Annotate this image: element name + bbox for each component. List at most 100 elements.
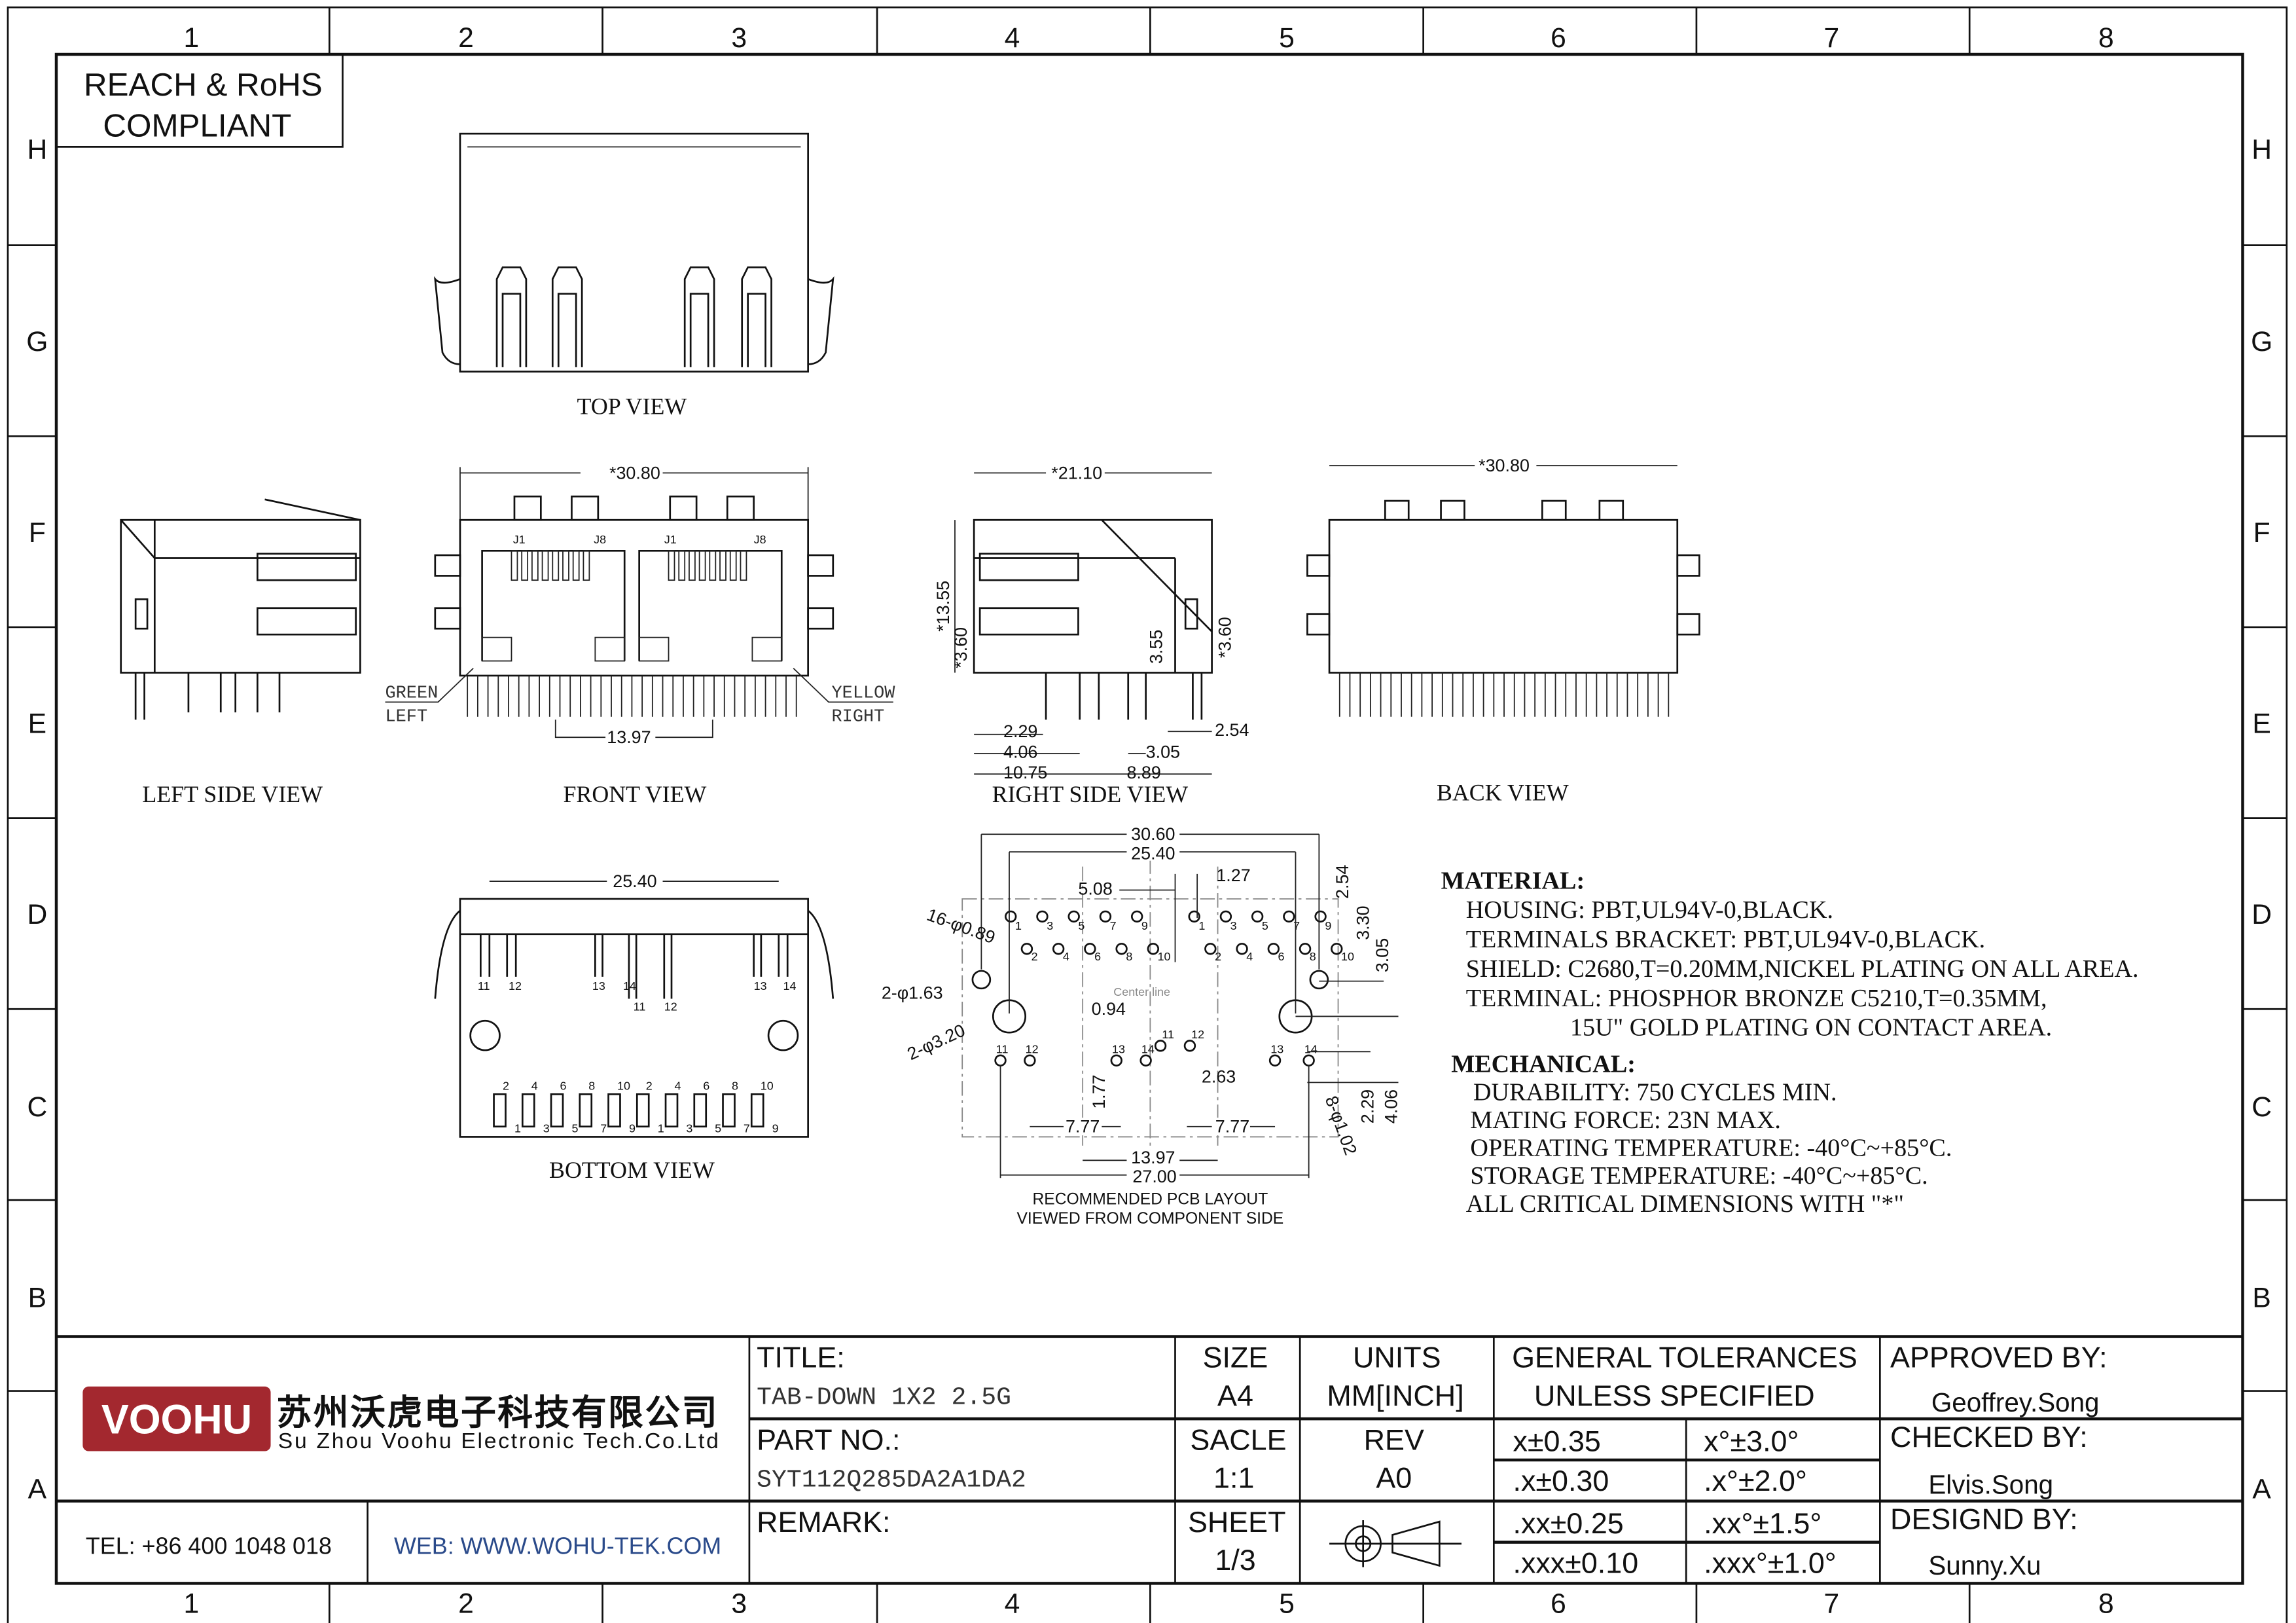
pin-number: 9 xyxy=(1325,919,1331,932)
material-line: HOUSING: PBT,UL94V-0,BLACK. xyxy=(1466,896,1833,924)
terminal-slot xyxy=(550,1093,564,1128)
green-led-left xyxy=(481,636,512,662)
signal-hole xyxy=(1283,910,1295,923)
yellow-led-right xyxy=(751,636,783,662)
pin-label: 13 xyxy=(592,979,605,993)
dim-1-27: 1.27 xyxy=(1216,866,1250,885)
terminal-slot xyxy=(579,1093,593,1128)
contact-spring xyxy=(583,550,590,581)
terminal-slot xyxy=(693,1093,708,1128)
zone-row-label: D xyxy=(2251,899,2272,930)
pin-label: 13 xyxy=(754,979,767,993)
logo-text: VOOHU xyxy=(101,1397,252,1443)
title-label: TITLE: xyxy=(757,1341,845,1374)
pin-number: 12 xyxy=(1191,1028,1204,1041)
zone-column-label: 3 xyxy=(731,22,747,54)
odd-pin-label: 1 xyxy=(514,1122,521,1135)
small-mount-callout: 2-φ1.63 xyxy=(882,983,943,1003)
company-name-en: Su Zhou Voohu Electronic Tech.Co.Ltd xyxy=(278,1429,719,1453)
dim-5-08: 5.08 xyxy=(1078,879,1112,898)
pin-label: 14 xyxy=(783,979,797,993)
zone-column-label: 1 xyxy=(184,1588,200,1619)
tolerance-angular: .xxx°±1.0° xyxy=(1704,1546,1837,1580)
even-pin-label: 2 xyxy=(646,1080,653,1093)
zone-row-label: E xyxy=(2252,708,2270,739)
led-hole xyxy=(1139,1054,1152,1067)
led-hole xyxy=(1268,1054,1282,1067)
designed-label: DESIGND BY: xyxy=(1890,1502,2078,1535)
terminal-slot xyxy=(607,1093,621,1128)
right-side-right-offset: *3.60 xyxy=(1215,617,1235,658)
even-pin-label: 4 xyxy=(531,1080,538,1093)
even-pin-label: 2 xyxy=(503,1080,509,1093)
center-line-label: Center line xyxy=(1113,985,1170,998)
dim-2-54: 2.54 xyxy=(1333,865,1352,899)
scale-label: SACLE xyxy=(1190,1423,1286,1456)
tolerance-heading-1: GENERAL TOLERANCES xyxy=(1512,1341,1857,1374)
checked-label: CHECKED BY: xyxy=(1890,1420,2088,1453)
contact-spring xyxy=(531,550,539,581)
zone-row-label: C xyxy=(27,1091,47,1123)
zone-column-label: 7 xyxy=(1823,22,1839,54)
jack-label: J8 xyxy=(594,533,606,546)
led-hole xyxy=(1154,1040,1167,1052)
zone-column-label: 6 xyxy=(1551,22,1566,54)
pin-number: 2 xyxy=(1215,950,1221,963)
odd-pin-label: 1 xyxy=(658,1122,664,1135)
pin-number: 10 xyxy=(1341,950,1354,963)
company-tel: TEL: +86 400 1048 018 xyxy=(86,1533,332,1559)
small-mount-hole xyxy=(971,970,992,990)
zone-column-label: 5 xyxy=(1279,22,1295,54)
dim-4-06: 4.06 xyxy=(1003,742,1037,762)
size-value: A4 xyxy=(1217,1379,1253,1412)
dim-3-05: 3.05 xyxy=(1372,938,1392,972)
even-pin-label: 6 xyxy=(703,1080,709,1093)
dim-3-05: 3.05 xyxy=(1146,742,1180,762)
zone-column-label: 8 xyxy=(2098,1588,2114,1619)
front-view: *30.80 J1 J8 J1 J8 GREEN LEFT YELLOW RIG… xyxy=(385,463,896,807)
zone-column-label: 5 xyxy=(1279,1588,1295,1619)
pin-number: 10 xyxy=(1158,950,1171,963)
contact-spring xyxy=(552,550,560,581)
odd-pin-label: 5 xyxy=(715,1122,721,1135)
bottom-view-label: BOTTOM VIEW xyxy=(549,1157,715,1183)
tolerance-angular: .xx°±1.5° xyxy=(1704,1506,1821,1540)
mechanical-line: STORAGE TEMPERATURE: -40°C~+85°C. xyxy=(1470,1162,1928,1190)
pin-label: 12 xyxy=(509,979,522,993)
pin-number: 3 xyxy=(1047,919,1053,932)
tolerance-linear: .xxx±0.10 xyxy=(1513,1546,1638,1580)
units-value: MM[INCH] xyxy=(1327,1379,1463,1412)
contact-spring xyxy=(719,550,726,581)
front-view-label: FRONT VIEW xyxy=(563,781,706,807)
company-web-link[interactable]: WEB: WWW.WOHU-TEK.COM xyxy=(394,1533,721,1559)
signal-hole xyxy=(1084,943,1096,955)
approved-label: APPROVED BY: xyxy=(1890,1341,2108,1374)
odd-pin-label: 7 xyxy=(744,1122,750,1135)
zone-row-label: C xyxy=(2251,1091,2272,1123)
zone-row-label: D xyxy=(27,899,47,930)
led-hole xyxy=(1024,1054,1036,1067)
pin-label: 11 xyxy=(634,1000,646,1013)
back-view: *30.80 BACK VIEW xyxy=(1306,456,1700,806)
signal-hole xyxy=(1236,943,1248,955)
signal-hole xyxy=(1099,910,1112,923)
led-hole xyxy=(1110,1054,1122,1067)
pin-number: 3 xyxy=(1230,919,1237,932)
front-pitch-dim: 13.97 xyxy=(607,727,651,747)
pcb-caption-2: VIEWED FROM COMPONENT SIDE xyxy=(1016,1210,1283,1228)
zone-row-label: A xyxy=(2252,1473,2271,1504)
remark-label: REMARK: xyxy=(757,1505,890,1539)
zone-row-label: B xyxy=(2252,1283,2270,1314)
jack-label: J1 xyxy=(664,533,677,546)
mechanical-line: MATING FORCE: 23N MAX. xyxy=(1470,1106,1780,1134)
tolerance-linear: .x±0.30 xyxy=(1513,1464,1609,1497)
approved-value: Geoffrey.Song xyxy=(1931,1387,2100,1417)
designed-value: Sunny.Xu xyxy=(1928,1550,2041,1580)
back-view-label: BACK VIEW xyxy=(1437,780,1569,806)
led-right-color: YELLOW xyxy=(832,684,896,704)
pin-number: 5 xyxy=(1262,919,1268,932)
pin-number: 11 xyxy=(996,1043,1009,1056)
pin-number: 13 xyxy=(1270,1043,1283,1056)
terminal-slot xyxy=(521,1093,535,1128)
